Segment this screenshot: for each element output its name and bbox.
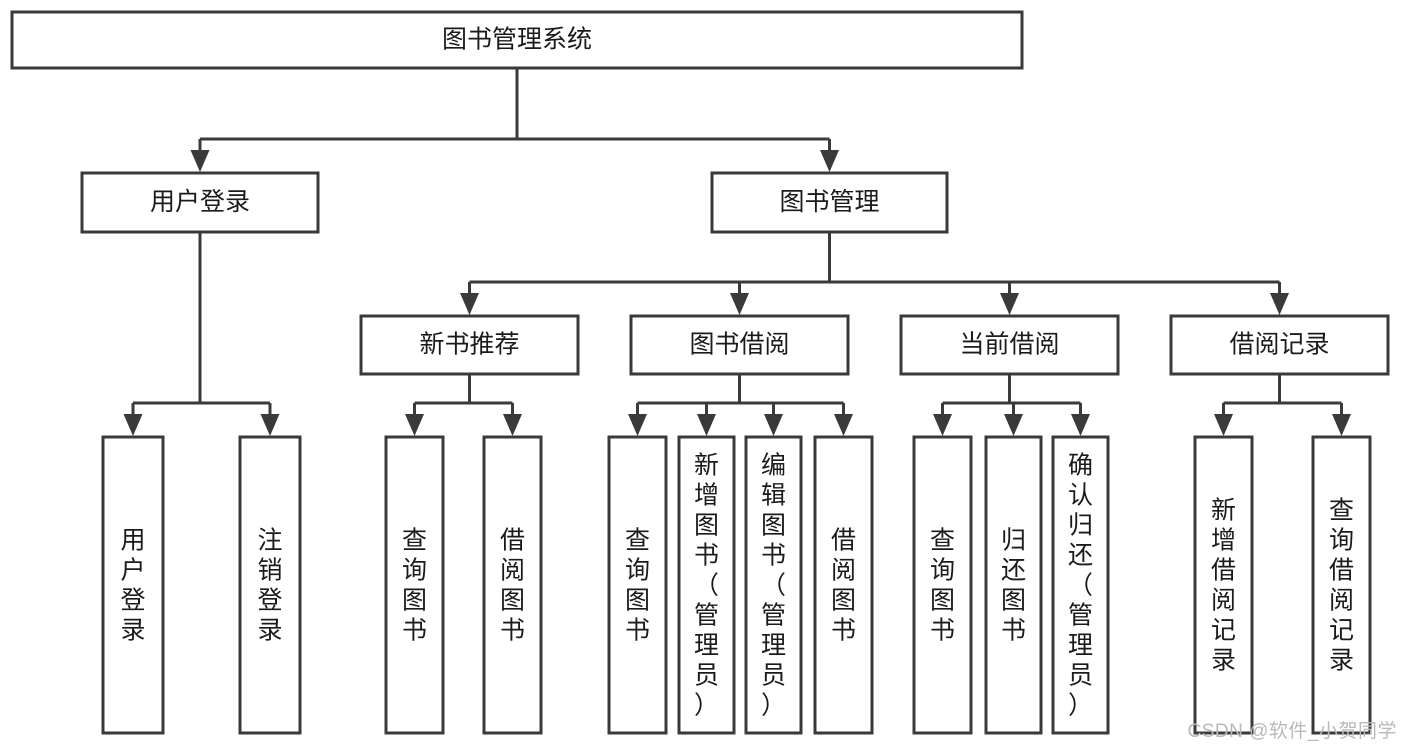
node-leaf-add-record[interactable]: 新增借阅记录	[1193, 435, 1254, 735]
arrow-head-icon	[190, 150, 210, 172]
edge-layer	[123, 68, 1351, 436]
node-current[interactable]: 当前借阅	[899, 314, 1120, 376]
node-label: 借阅记录	[1229, 331, 1329, 359]
node-box	[677, 435, 736, 735]
arrow-head-icon	[933, 414, 952, 436]
node-box	[238, 435, 302, 735]
node-box	[1311, 435, 1372, 735]
arrow-head-icon	[697, 414, 716, 436]
node-leaf-edit-book[interactable]: 编辑图书（管理员）	[744, 435, 803, 735]
node-box	[607, 435, 668, 735]
arrow-head-icon	[820, 150, 839, 172]
node-label: 新书推荐	[419, 331, 519, 359]
arrow-head-icon	[1270, 293, 1289, 315]
node-box	[984, 435, 1043, 735]
node-leaf-query-book-2[interactable]: 查询图书	[607, 435, 668, 735]
node-leaf-borrow-book-2[interactable]: 借阅图书	[813, 435, 874, 735]
node-leaf-add-book[interactable]: 新增图书（管理员）	[677, 435, 736, 735]
node-box	[710, 171, 949, 234]
node-leaf-query-book-1[interactable]: 查询图书	[384, 435, 445, 735]
node-newbook[interactable]: 新书推荐	[359, 314, 580, 376]
node-label: 借阅图书	[500, 526, 525, 644]
node-leaf-query-book-3[interactable]: 查询图书	[912, 435, 973, 735]
node-box	[1169, 314, 1390, 376]
arrow-head-icon	[260, 414, 280, 436]
node-box	[744, 435, 803, 735]
node-label: 用户登录	[150, 188, 250, 216]
node-leaf-return-book[interactable]: 归还图书	[984, 435, 1043, 735]
node-label: 确认归还（管理员）	[1068, 451, 1093, 719]
node-leaf-user-login[interactable]: 用户登录	[101, 435, 165, 735]
arrow-head-icon	[1071, 414, 1090, 436]
node-label: 图书借阅	[689, 331, 789, 359]
node-box	[899, 314, 1120, 376]
node-box	[912, 435, 973, 735]
node-login[interactable]: 用户登录	[80, 171, 320, 234]
node-box	[384, 435, 445, 735]
arrow-head-icon	[123, 414, 143, 436]
node-label: 用户登录	[120, 526, 145, 644]
node-box	[1193, 435, 1254, 735]
node-borrow[interactable]: 图书借阅	[629, 314, 850, 376]
node-label: 查询图书	[402, 526, 427, 644]
node-leaf-confirm-return[interactable]: 确认归还（管理员）	[1051, 435, 1110, 735]
node-box	[629, 314, 850, 376]
node-label: 当前借阅	[959, 331, 1059, 359]
node-label: 编辑图书（管理员）	[761, 451, 786, 719]
node-box	[813, 435, 874, 735]
node-label: 归还图书	[1001, 526, 1026, 644]
node-records[interactable]: 借阅记录	[1169, 314, 1390, 376]
node-layer: 图书管理系统用户登录图书管理新书推荐图书借阅当前借阅借阅记录用户登录注销登录查询…	[10, 10, 1390, 735]
node-box	[10, 10, 1024, 70]
node-label: 新增图书（管理员）	[694, 451, 719, 719]
arrow-head-icon	[1214, 414, 1233, 436]
arrow-head-icon	[460, 293, 479, 315]
node-bookmgmt[interactable]: 图书管理	[710, 171, 949, 234]
arrow-head-icon	[764, 414, 783, 436]
arrow-head-icon	[503, 414, 522, 436]
arrow-head-icon	[628, 414, 647, 436]
arrow-head-icon	[1000, 293, 1019, 315]
node-leaf-query-record[interactable]: 查询借阅记录	[1311, 435, 1372, 735]
arrow-head-icon	[1332, 414, 1351, 436]
node-leaf-user-logout[interactable]: 注销登录	[238, 435, 302, 735]
node-box	[359, 314, 580, 376]
node-label: 查询图书	[930, 526, 955, 644]
node-label: 新增借阅记录	[1211, 496, 1236, 674]
node-box	[80, 171, 320, 234]
node-label: 查询图书	[625, 526, 650, 644]
arrow-head-icon	[730, 293, 749, 315]
node-label: 注销登录	[257, 526, 282, 644]
arrow-head-icon	[405, 414, 424, 436]
node-root[interactable]: 图书管理系统	[10, 10, 1024, 70]
node-label: 图书管理	[779, 188, 879, 216]
node-label: 查询借阅记录	[1329, 496, 1354, 674]
node-leaf-borrow-book-1[interactable]: 借阅图书	[482, 435, 543, 735]
arrow-head-icon	[1004, 414, 1023, 436]
node-box	[482, 435, 543, 735]
node-box	[101, 435, 165, 735]
arrow-head-icon	[834, 414, 853, 436]
node-box	[1051, 435, 1110, 735]
node-label: 图书管理系统	[442, 26, 592, 54]
node-label: 借阅图书	[831, 526, 856, 644]
